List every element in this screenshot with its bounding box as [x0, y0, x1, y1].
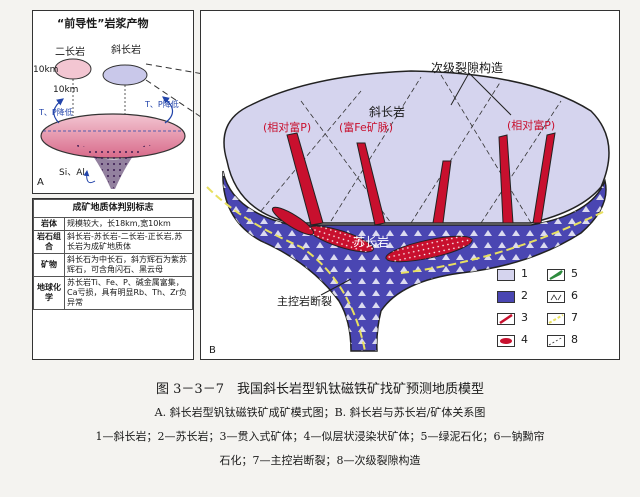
label-arrow-right: T、P降低 [145, 100, 179, 109]
criteria-value: 斜长石为中长石，斜方辉石为紫苏辉石，可含角闪石、黑云母 [64, 253, 193, 278]
criteria-title: 成矿地质体判别标志 [33, 198, 193, 219]
table-row: 地球化学 苏长岩Ti、Fe、P、碱金属富集，Ca亏损，具有明显Rb、Th、Zr负… [33, 276, 193, 311]
label-xiechang: 斜长岩 [111, 45, 141, 56]
legend-num-7: 7 [571, 311, 578, 324]
criteria-table: 成矿地质体判别标志 岩体 规模较大，长18km,宽10km 岩石组合 斜长岩-苏… [33, 198, 193, 311]
legend-num-4: 4 [521, 333, 528, 346]
criteria-key: 岩体 [33, 217, 65, 232]
caption-line-2: 1—斜长岩；2—苏长岩；3—贯入式矿体；4—似层状浸染状矿体；5—绿泥石化；6—… [95, 430, 545, 443]
label-eryan: 二长岩 [55, 47, 85, 58]
panel-a-ore-model: “前导性”岩浆产物 二长岩 斜长岩 10km 10km T、P降低 T、P降低 … [32, 10, 194, 194]
table-row: 矿物 斜长石为中长石，斜方辉石为紫苏辉石，可含角闪石、黑云母 [33, 253, 193, 278]
legend-swatch-3 [497, 313, 515, 325]
legend-num-5: 5 [571, 267, 578, 280]
label-rich-fe: (富Fe矿脉) [339, 121, 394, 134]
legend-swatch-1 [497, 269, 515, 281]
panel-b-drawing [206, 70, 610, 352]
criteria-key: 岩石组合 [33, 230, 65, 255]
legend-swatch-4 [497, 335, 515, 347]
panel-a-letter: A [37, 177, 44, 188]
caption-line-1: A. 斜长岩型钒钛磁铁矿成矿模式图；B. 斜长岩与苏长岩/矿体关系图 [154, 406, 486, 419]
caption-line-3: 石化；7—主控岩断裂；8—次级裂隙构造 [219, 454, 421, 467]
label-si-al: Si、Al [59, 168, 85, 178]
xiechang-body [102, 64, 148, 86]
legend-num-8: 8 [571, 333, 578, 346]
eryan-body [54, 58, 92, 80]
panel-a-title: “前导性”岩浆产物 [57, 17, 149, 30]
criteria-table-panel: 成矿地质体判别标志 岩体 规模较大，长18km,宽10km 岩石组合 斜长岩-苏… [32, 198, 194, 360]
legend-num-2: 2 [521, 289, 528, 302]
legend-swatch-7 [547, 313, 565, 325]
table-row: 岩石组合 斜长岩-苏长岩-二长岩-正长岩,苏长岩为成矿地质体 [33, 230, 193, 255]
legend-swatch-5 [547, 269, 565, 281]
panel-b-rock-relation: 次级裂隙构造 斜长岩 (相对富P) (富Fe矿脉) (相对富P) 苏长岩 主控岩… [200, 10, 620, 360]
criteria-key: 矿物 [33, 253, 65, 278]
legend-num-3: 3 [521, 311, 528, 324]
anorthosite-body [223, 70, 610, 224]
criteria-value: 规模较大，长18km,宽10km [64, 217, 193, 232]
legend-swatch-2 [497, 291, 515, 303]
label-anorthosite: 斜长岩 [369, 105, 406, 119]
secondary-fractures [260, 74, 562, 224]
ore-veins [286, 132, 556, 226]
legend-swatch-8 [547, 335, 565, 347]
legend-swatch-6 [547, 291, 565, 303]
label-fracture: 次级裂隙构造 [431, 61, 504, 75]
criteria-key: 地球化学 [33, 276, 65, 311]
table-row: 岩体 规模较大，长18km,宽10km [33, 217, 193, 232]
label-arrow-left: T、P降低 [39, 108, 73, 117]
label-depth-2: 10km [53, 85, 79, 95]
criteria-value: 苏长岩Ti、Fe、P、碱金属富集，Ca亏损，具有明显Rb、Th、Zr负异常 [64, 276, 193, 311]
label-rich-p-left: (相对富P) [263, 121, 312, 134]
label-rich-p-right: (相对富P) [507, 119, 556, 132]
main-fault [206, 186, 366, 352]
label-main-fault: 主控岩断裂 [277, 295, 332, 308]
panel-b-letter: B [209, 345, 216, 356]
label-depth-1: 10km [33, 65, 59, 75]
legend-num-6: 6 [571, 289, 578, 302]
criteria-value: 斜长岩-苏长岩-二长岩-正长岩,苏长岩为成矿地质体 [64, 230, 193, 255]
legend-num-1: 1 [521, 267, 528, 280]
label-norite: 苏长岩 [353, 235, 390, 249]
caption-title: 图 3－3－7 我国斜长岩型钒钛磁铁矿找矿预测地质模型 [156, 382, 484, 397]
